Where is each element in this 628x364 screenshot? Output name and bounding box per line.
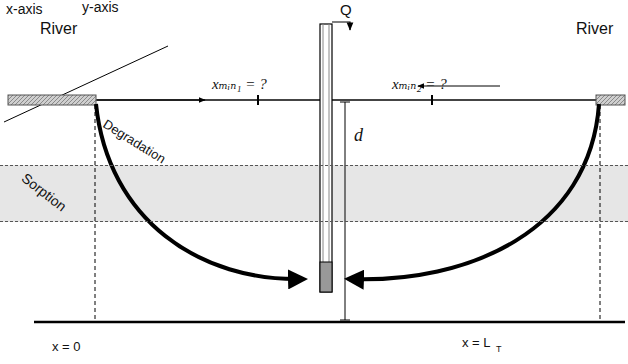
river-label: River bbox=[40, 20, 77, 38]
xmin2-tick bbox=[431, 95, 433, 105]
xmin1-tick bbox=[257, 95, 259, 105]
axis-label: x-axis bbox=[6, 2, 43, 17]
boundary-x0 bbox=[95, 105, 96, 322]
well-inner-wall bbox=[329, 24, 330, 262]
sorption-band-fill bbox=[0, 165, 628, 222]
sorption-band: Sorption bbox=[0, 165, 628, 222]
aquifer-bottom bbox=[34, 321, 625, 324]
d-dimension-line bbox=[345, 102, 346, 320]
boundary-xLT bbox=[600, 105, 601, 322]
distance-label: xₘᵢₙ₁ = ? bbox=[212, 76, 267, 93]
discharge-label: Q bbox=[340, 2, 352, 19]
boundary-label: x = 0 bbox=[52, 340, 81, 354]
y-axis-line bbox=[4, 46, 168, 122]
well-casing bbox=[320, 24, 332, 292]
discharge-arrow bbox=[332, 22, 350, 30]
river-label: River bbox=[576, 20, 613, 38]
axis-label: y-axis bbox=[82, 0, 119, 15]
d-dimension-tick bbox=[340, 102, 350, 103]
d-dimension-tick bbox=[340, 320, 350, 321]
river-bed-left bbox=[8, 95, 96, 105]
ground-surface bbox=[8, 99, 625, 101]
boundary-label: x = L bbox=[462, 336, 491, 350]
well-screen bbox=[320, 262, 332, 292]
x-axis-arrow bbox=[97, 100, 205, 101]
band-label: Sorption bbox=[19, 170, 70, 215]
well-inner-wall bbox=[323, 24, 324, 262]
flow-path-right bbox=[348, 104, 599, 279]
subscript-label: T bbox=[496, 345, 502, 355]
distance-label: xₘᵢₙ₂ = ? bbox=[392, 76, 447, 93]
river-bed-right bbox=[596, 95, 625, 105]
depth-label: d bbox=[354, 126, 363, 146]
flow-path-left bbox=[96, 104, 304, 279]
